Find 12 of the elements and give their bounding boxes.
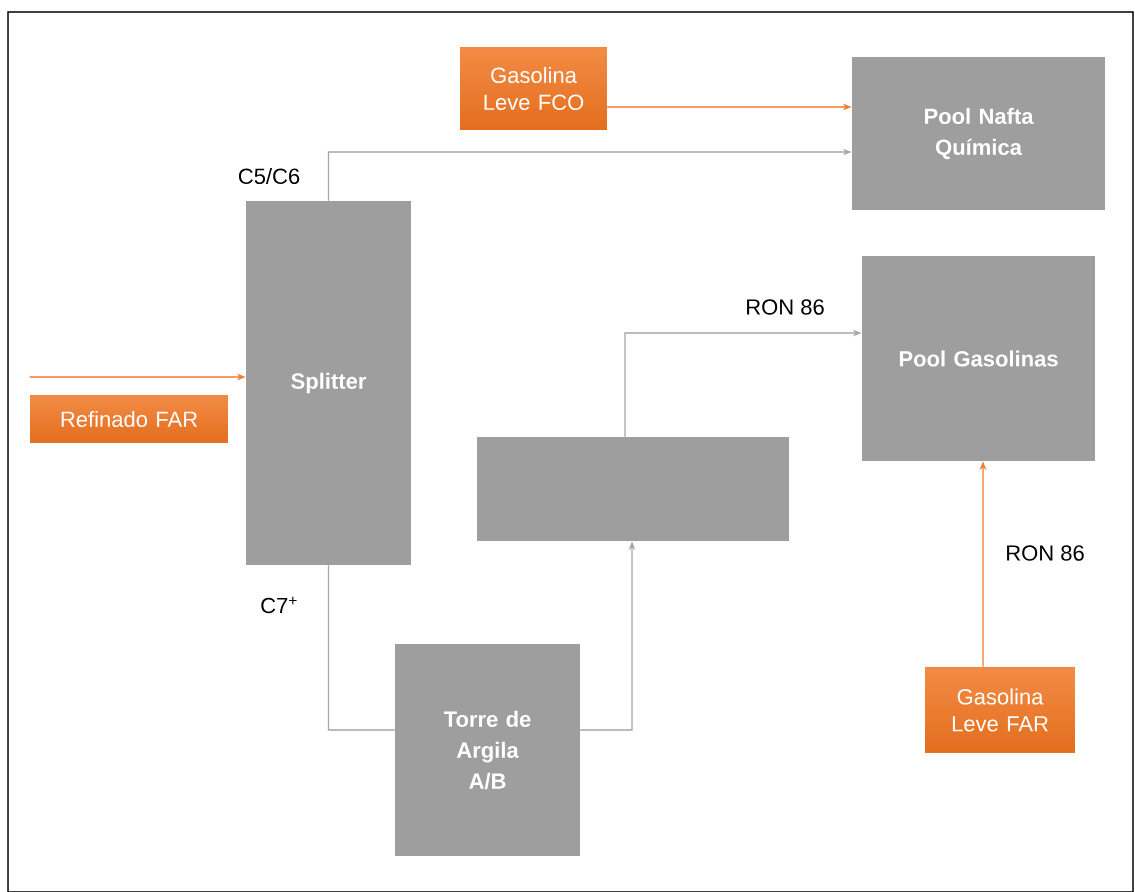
process-box: Torre de Argila A/B [395, 644, 580, 856]
process-box: Pool Gasolinas [862, 256, 1095, 461]
edge-label: C5/C6 [236, 166, 302, 186]
stream-box: Refinado FAR [30, 395, 228, 443]
edge-label: RON 86 [1004, 544, 1086, 562]
edge-label: C7$^{+}$ [259, 595, 299, 615]
edge-label: RON 86 [744, 298, 826, 316]
process-box: Pool Nafta Química [852, 57, 1105, 210]
process-box [477, 437, 789, 541]
stream-box: Gasolina Leve FCO [460, 47, 607, 130]
stream-box: Gasolina Leve FAR [925, 667, 1075, 753]
process-box: Splitter [246, 201, 411, 565]
